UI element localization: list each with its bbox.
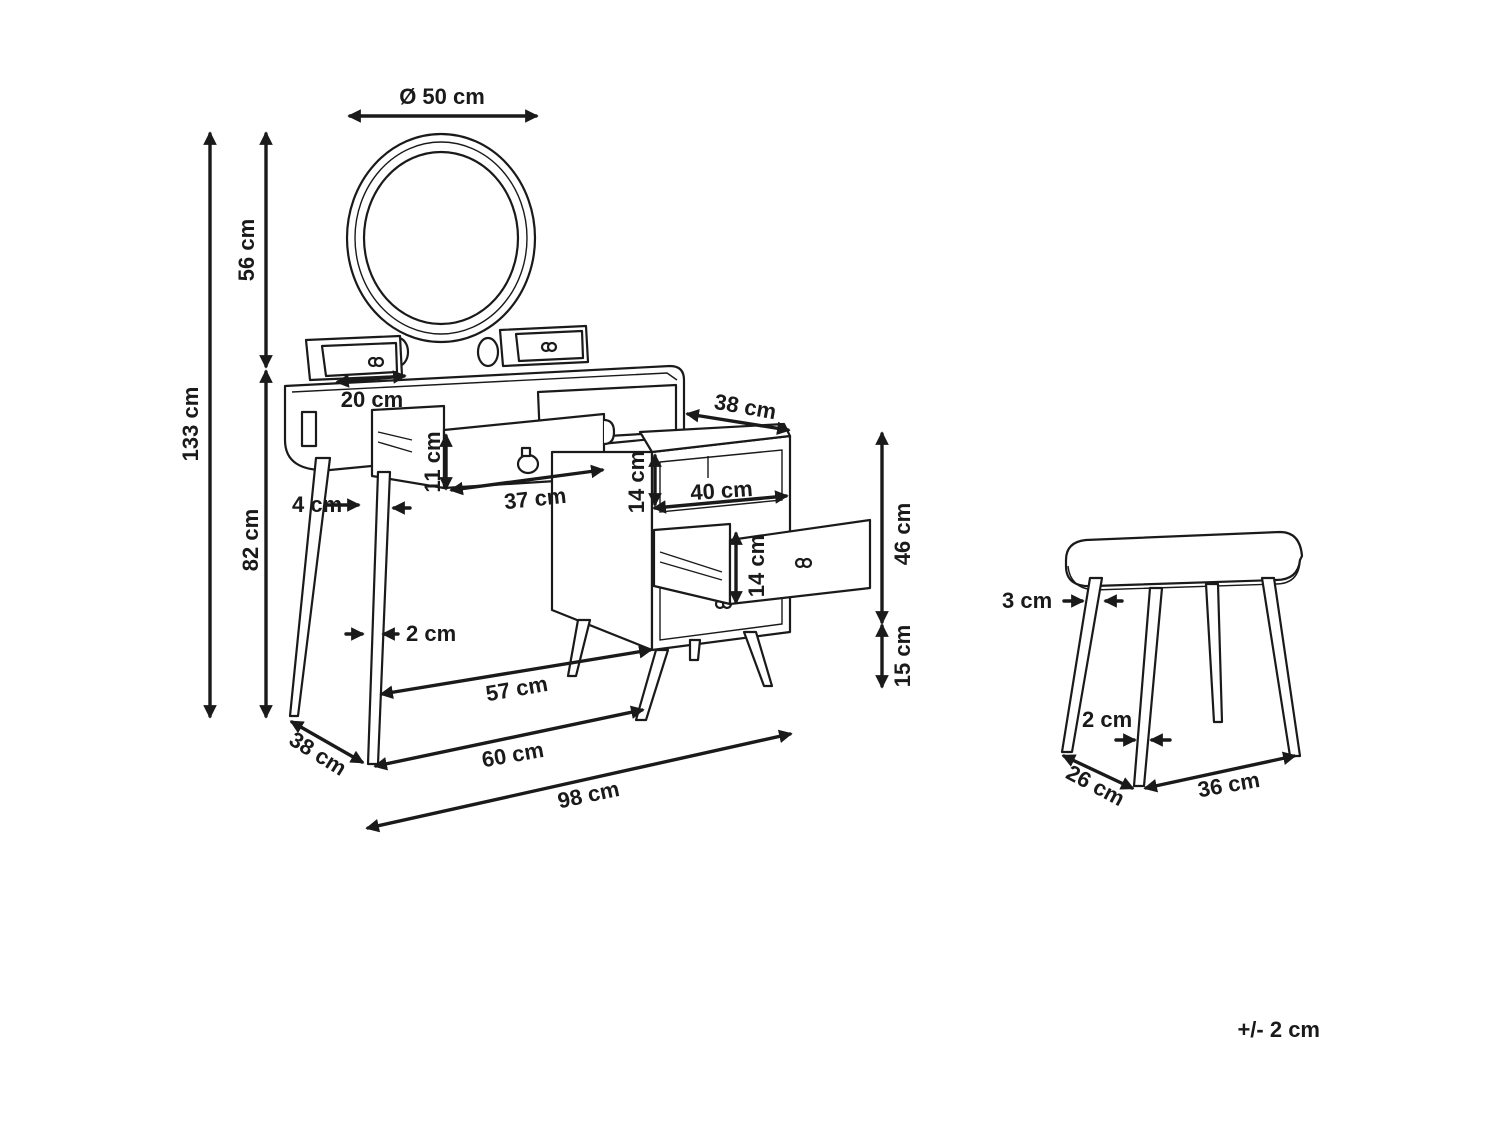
label-stool-depth: 26 cm bbox=[1062, 760, 1129, 811]
label-leg-top: 4 cm bbox=[292, 492, 342, 517]
dimension-lines bbox=[203, 109, 1297, 833]
label-cabinet-height: 46 cm bbox=[890, 503, 915, 565]
label-cabinet-drawer-height: 14 cm bbox=[744, 535, 769, 597]
stool bbox=[1060, 530, 1304, 788]
small-top-drawers bbox=[304, 324, 590, 382]
label-mirror-height: 56 cm bbox=[234, 219, 259, 281]
round-mirror bbox=[345, 132, 537, 368]
label-cabinet-leg-height: 15 cm bbox=[890, 625, 915, 687]
label-stool-width: 36 cm bbox=[1196, 767, 1262, 802]
label-total-width: 98 cm bbox=[555, 776, 621, 813]
label-stool-leg-bottom: 2 cm bbox=[1082, 707, 1132, 732]
label-stool-leg-top: 3 cm bbox=[1002, 588, 1052, 613]
label-tolerance: +/- 2 cm bbox=[1237, 1017, 1320, 1042]
label-leg-bottom: 2 cm bbox=[406, 621, 456, 646]
label-mirror-diameter: Ø 50 cm bbox=[399, 84, 485, 109]
label-small-drawer-width: 20 cm bbox=[341, 387, 403, 412]
label-table-height: 82 cm bbox=[238, 509, 263, 571]
dimension-labels: Ø 50 cm 133 cm 56 cm 82 cm 20 cm 11 cm 3… bbox=[178, 84, 1320, 1042]
label-shelf-height: 14 cm bbox=[624, 451, 649, 513]
label-total-height: 133 cm bbox=[178, 387, 203, 462]
label-shelf-width: 40 cm bbox=[689, 476, 753, 505]
side-cabinet bbox=[550, 422, 872, 688]
label-drawer-height: 11 cm bbox=[420, 431, 445, 492]
label-table-depth: 38 cm bbox=[285, 727, 351, 781]
dressing-table bbox=[283, 132, 872, 766]
